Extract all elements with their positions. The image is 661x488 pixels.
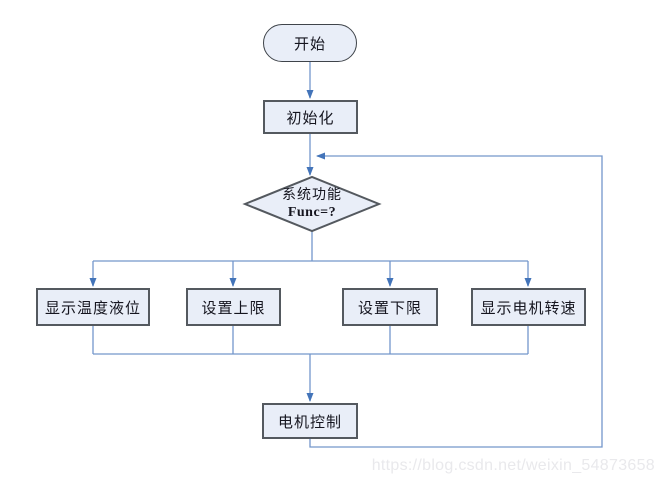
decision-diamond-shape <box>242 175 382 233</box>
node-decision-label-line1: 系统功能 <box>282 188 342 203</box>
node-init-label: 初始化 <box>286 110 335 127</box>
node-start: 开始 <box>263 24 357 62</box>
node-branch-display-temp-level: 显示温度液位 <box>36 288 150 326</box>
node-motor-control: 电机控制 <box>262 403 358 439</box>
node-branch-set-lower-limit: 设置下限 <box>342 288 438 326</box>
node-branch-set-upper-limit: 设置上限 <box>186 288 281 326</box>
node-motor-label: 电机控制 <box>277 414 342 431</box>
node-start-label: 开始 <box>293 36 326 53</box>
node-branch1-label: 显示温度液位 <box>44 300 141 317</box>
node-branch2-label: 设置上限 <box>201 300 266 317</box>
node-branch4-label: 显示电机转速 <box>480 300 577 317</box>
csdn-watermark: https://blog.csdn.net/weixin_54873658 <box>371 457 655 474</box>
edge-feedback-loop <box>309 152 603 448</box>
node-branch3-label: 设置下限 <box>357 300 422 317</box>
node-decision: 系统功能 Func=? <box>245 177 379 231</box>
node-init: 初始化 <box>263 100 358 134</box>
node-decision-label-line2: Func=? <box>287 205 337 220</box>
node-branch-display-motor-speed: 显示电机转速 <box>471 288 586 326</box>
